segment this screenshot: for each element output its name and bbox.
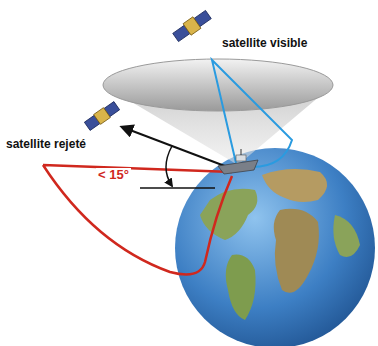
satellite-label: satellite visible <box>220 37 309 51</box>
satellite-rejected-icon <box>84 101 120 131</box>
angle-label: < 15° <box>96 168 131 183</box>
earth <box>175 148 375 346</box>
ship <box>218 149 258 174</box>
visibility-cone <box>212 60 292 167</box>
rejection-cone <box>43 165 232 274</box>
satellite-visible-icon <box>172 9 213 43</box>
angle-arc <box>166 146 172 186</box>
horizon-line <box>140 187 215 189</box>
direction-arrow <box>122 127 230 168</box>
satellite-label: satellite rejeté <box>4 138 88 152</box>
